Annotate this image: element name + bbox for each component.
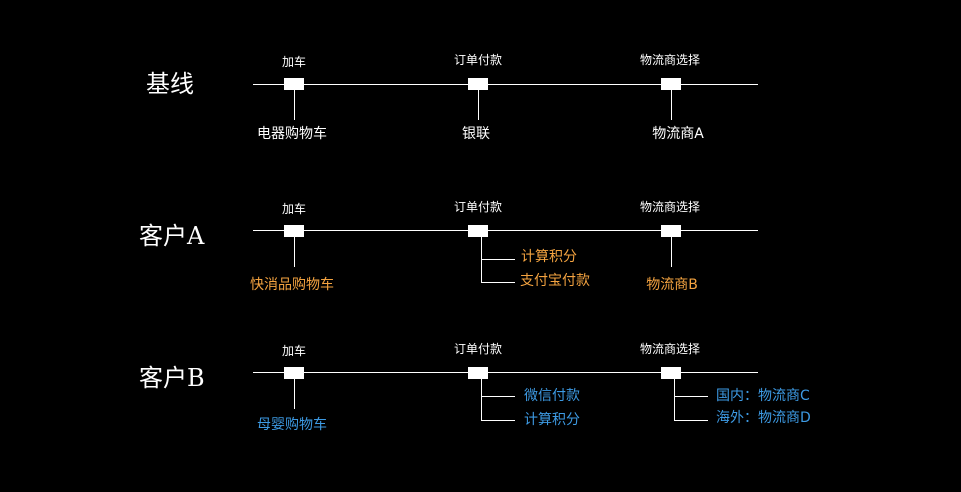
step-label-payment: 订单付款 — [453, 53, 503, 67]
connector — [674, 379, 675, 421]
variant-label: 计算积分 — [521, 249, 577, 265]
step-node — [661, 367, 681, 379]
connector — [294, 90, 295, 120]
connector — [481, 379, 482, 421]
variant-label: 银联 — [462, 126, 490, 142]
timeline-line — [253, 372, 758, 373]
variant-label: 计算积分 — [524, 412, 580, 428]
step-label-add-cart: 加车 — [281, 202, 307, 216]
variant-label: 快消品购物车 — [250, 277, 334, 293]
row-label: 客户A — [139, 222, 205, 250]
variant-label: 支付宝付款 — [520, 273, 590, 289]
timeline-line — [253, 84, 758, 85]
connector-branch — [481, 396, 515, 397]
connector — [294, 379, 295, 409]
step-label-payment: 订单付款 — [453, 200, 503, 214]
timeline-line — [253, 230, 758, 231]
variant-label: 物流商B — [646, 277, 698, 293]
variant-label: 物流商A — [652, 126, 704, 142]
variant-label: 国内：物流商C — [716, 388, 810, 404]
row-label: 基线 — [146, 70, 194, 98]
variant-label: 母婴购物车 — [257, 417, 327, 433]
step-label-logistics: 物流商选择 — [639, 53, 701, 67]
step-node — [468, 78, 488, 90]
variant-label: 海外：物流商D — [716, 410, 811, 426]
step-label-payment: 订单付款 — [453, 342, 503, 356]
connector — [478, 90, 479, 120]
connector-branch — [674, 396, 708, 397]
step-node — [468, 367, 488, 379]
step-node — [661, 225, 681, 237]
step-label-add-cart: 加车 — [281, 55, 307, 69]
step-label-logistics: 物流商选择 — [639, 342, 701, 356]
connector — [671, 90, 672, 120]
variant-label: 微信付款 — [524, 388, 580, 404]
step-node — [284, 225, 304, 237]
connector — [294, 237, 295, 267]
step-label-logistics: 物流商选择 — [639, 200, 701, 214]
connector — [671, 237, 672, 267]
connector-branch — [481, 420, 515, 421]
step-node — [661, 78, 681, 90]
step-node — [284, 78, 304, 90]
connector-branch — [674, 420, 708, 421]
variant-label: 电器购物车 — [257, 126, 327, 142]
connector-branch — [481, 259, 515, 260]
step-label-add-cart: 加车 — [281, 344, 307, 358]
row-label: 客户B — [139, 364, 205, 392]
connector-branch — [481, 282, 515, 283]
connector — [481, 237, 482, 283]
step-node — [468, 225, 488, 237]
step-node — [284, 367, 304, 379]
